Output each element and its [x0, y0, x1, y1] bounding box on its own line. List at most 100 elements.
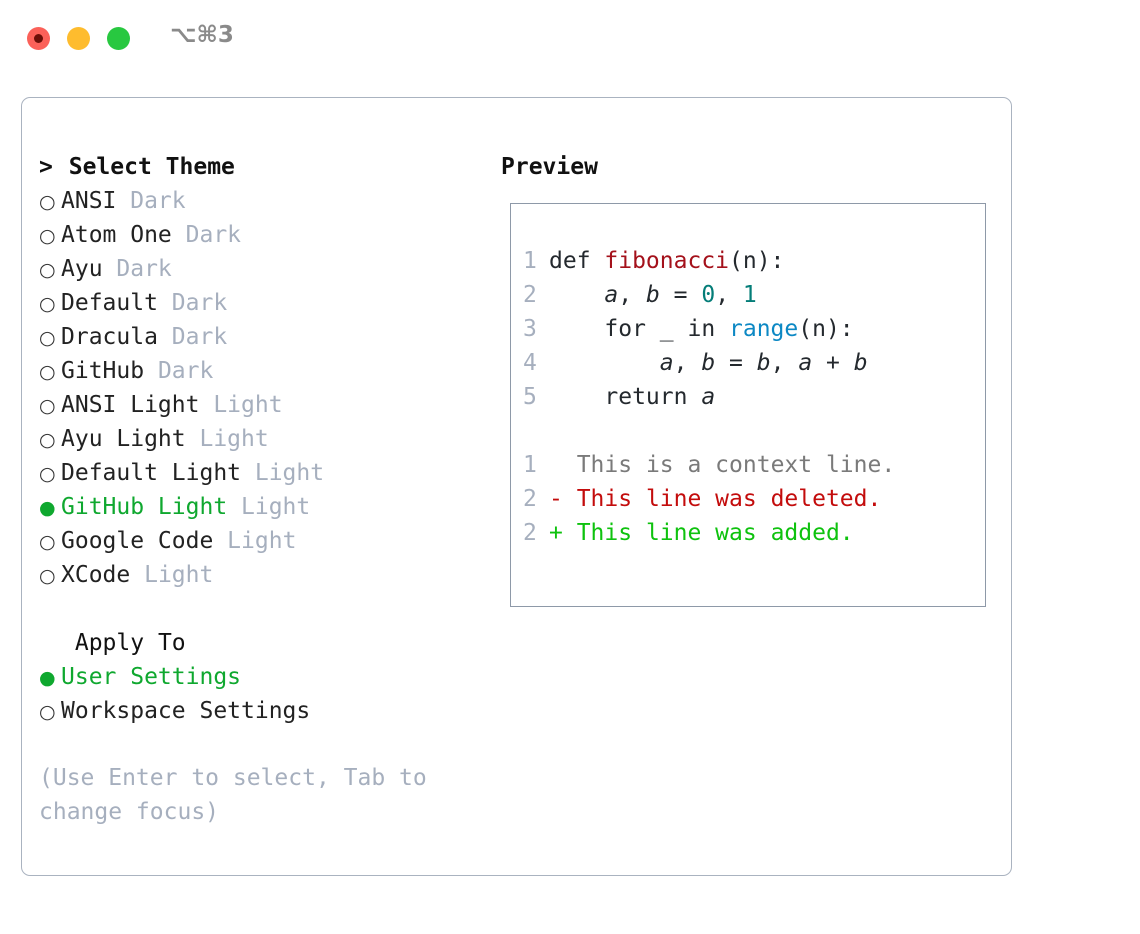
- preview-heading: Preview: [501, 154, 598, 180]
- diff-line: 2- This line was deleted.: [523, 482, 977, 516]
- theme-list-item[interactable]: ○ANSI Light Light: [39, 388, 509, 422]
- theme-variant-tag: Light: [213, 528, 297, 554]
- select-theme-heading: > Select Theme: [39, 150, 509, 184]
- theme-name: Ayu: [61, 256, 103, 282]
- theme-variant-tag: Light: [185, 426, 269, 452]
- line-number: 3: [523, 316, 537, 342]
- diff-text: This line was deleted.: [562, 486, 882, 512]
- diff-marker: [549, 452, 563, 478]
- theme-variant-tag: Light: [241, 460, 325, 486]
- code-token: (n):: [729, 248, 785, 274]
- list-spacer: [39, 592, 509, 626]
- code-line: 4 a, b = b, a + b: [523, 346, 977, 380]
- theme-list-item[interactable]: ○Google Code Light: [39, 524, 509, 558]
- theme-list-item[interactable]: ○Atom One Dark: [39, 218, 509, 252]
- theme-list-item[interactable]: ○Default Dark: [39, 286, 509, 320]
- title-bar: ⌥⌘3: [0, 0, 1140, 78]
- apply-to-item[interactable]: ○Workspace Settings: [39, 694, 509, 728]
- line-number: 2: [523, 282, 537, 308]
- code-token: a: [701, 384, 716, 410]
- diff-text: This is a context line.: [562, 452, 896, 478]
- diff-line: 2 + This line was added.: [523, 516, 977, 550]
- theme-variant-tag: Light: [227, 494, 311, 520]
- theme-name: ANSI Light: [61, 392, 200, 418]
- theme-name: Atom One: [61, 222, 172, 248]
- code-token: a: [798, 350, 813, 376]
- diff-text: This line was added.: [562, 520, 854, 546]
- code-token: b: [645, 282, 660, 308]
- code-token: b: [853, 350, 868, 376]
- main-panel: > Select Theme ○ANSI Dark○Atom One Dark○…: [21, 97, 1012, 876]
- line-number: 2: [523, 520, 537, 546]
- maximize-window-button[interactable]: [107, 27, 130, 50]
- code-token: +: [812, 350, 854, 376]
- code-line: 5 return a: [523, 380, 977, 414]
- radio-unselected-icon: ○: [39, 327, 56, 349]
- close-window-button[interactable]: [27, 27, 50, 50]
- theme-list-item[interactable]: ○Ayu Light Light: [39, 422, 509, 456]
- theme-name: XCode: [61, 562, 131, 588]
- radio-unselected-icon: ○: [39, 225, 56, 247]
- apply-to-name: User Settings: [61, 664, 242, 690]
- radio-unselected-icon: ○: [39, 531, 56, 553]
- code-token: b: [701, 350, 716, 376]
- code-token: 0: [701, 282, 716, 308]
- code-token: a: [604, 282, 619, 308]
- theme-name: Google Code: [61, 528, 214, 554]
- theme-variant-tag: Dark: [144, 358, 214, 384]
- theme-name: Dracula: [61, 324, 158, 350]
- minimize-window-button[interactable]: [67, 27, 90, 50]
- theme-list-item[interactable]: ○XCode Light: [39, 558, 509, 592]
- theme-list-item[interactable]: ○ANSI Dark: [39, 184, 509, 218]
- code-token: ,: [618, 282, 646, 308]
- theme-name: Ayu Light: [61, 426, 186, 452]
- radio-unselected-icon: ○: [39, 361, 56, 383]
- theme-name: Default Light: [61, 460, 242, 486]
- theme-list: ○ANSI Dark○Atom One Dark○Ayu Dark○Defaul…: [39, 184, 509, 592]
- radio-unselected-icon: ○: [39, 565, 56, 587]
- theme-list-item[interactable]: ●GitHub Light Light: [39, 490, 509, 524]
- radio-unselected-icon: ○: [39, 429, 56, 451]
- theme-list-item[interactable]: ○Default Light Light: [39, 456, 509, 490]
- code-token: return: [549, 384, 702, 410]
- radio-unselected-icon: ○: [39, 259, 56, 281]
- line-number: 4: [523, 350, 537, 376]
- theme-variant-tag: Dark: [157, 324, 228, 350]
- code-token: ,: [770, 350, 799, 376]
- line-number: 5: [523, 384, 537, 410]
- radio-selected-icon: ●: [39, 497, 56, 519]
- radio-unselected-icon: ○: [39, 293, 56, 315]
- theme-variant-tag: Light: [199, 392, 283, 418]
- close-icon: [34, 34, 43, 43]
- code-token: ,: [715, 282, 743, 308]
- caret-icon: >: [39, 154, 53, 180]
- theme-name: GitHub Light: [61, 494, 228, 520]
- diff-marker: -: [549, 486, 563, 512]
- theme-variant-tag: Dark: [171, 222, 242, 248]
- line-number: 1: [523, 248, 537, 274]
- theme-name: GitHub: [61, 358, 145, 384]
- code-token: [549, 282, 604, 308]
- radio-unselected-icon: ○: [39, 191, 56, 213]
- theme-variant-tag: Dark: [157, 290, 228, 316]
- theme-list-item[interactable]: ○Ayu Dark: [39, 252, 509, 286]
- apply-to-heading: ○ Apply To: [39, 626, 509, 660]
- code-line: 2 a, b = 0, 1: [523, 278, 977, 312]
- bullet-placeholder-icon: ○: [39, 627, 61, 661]
- apply-to-list: ●User Settings○Workspace Settings: [39, 660, 509, 728]
- apply-to-item[interactable]: ●User Settings: [39, 660, 509, 694]
- radio-unselected-icon: ○: [39, 701, 56, 723]
- line-number: 2: [523, 486, 537, 512]
- radio-selected-icon: ●: [39, 667, 56, 689]
- code-token: [549, 350, 660, 376]
- theme-list-item[interactable]: ○Dracula Dark: [39, 320, 509, 354]
- diff-marker: +: [549, 520, 563, 546]
- window-title: ⌥⌘3: [170, 22, 234, 48]
- theme-list-item[interactable]: ○GitHub Dark: [39, 354, 509, 388]
- radio-unselected-icon: ○: [39, 463, 56, 485]
- apply-to-name: Workspace Settings: [61, 698, 311, 724]
